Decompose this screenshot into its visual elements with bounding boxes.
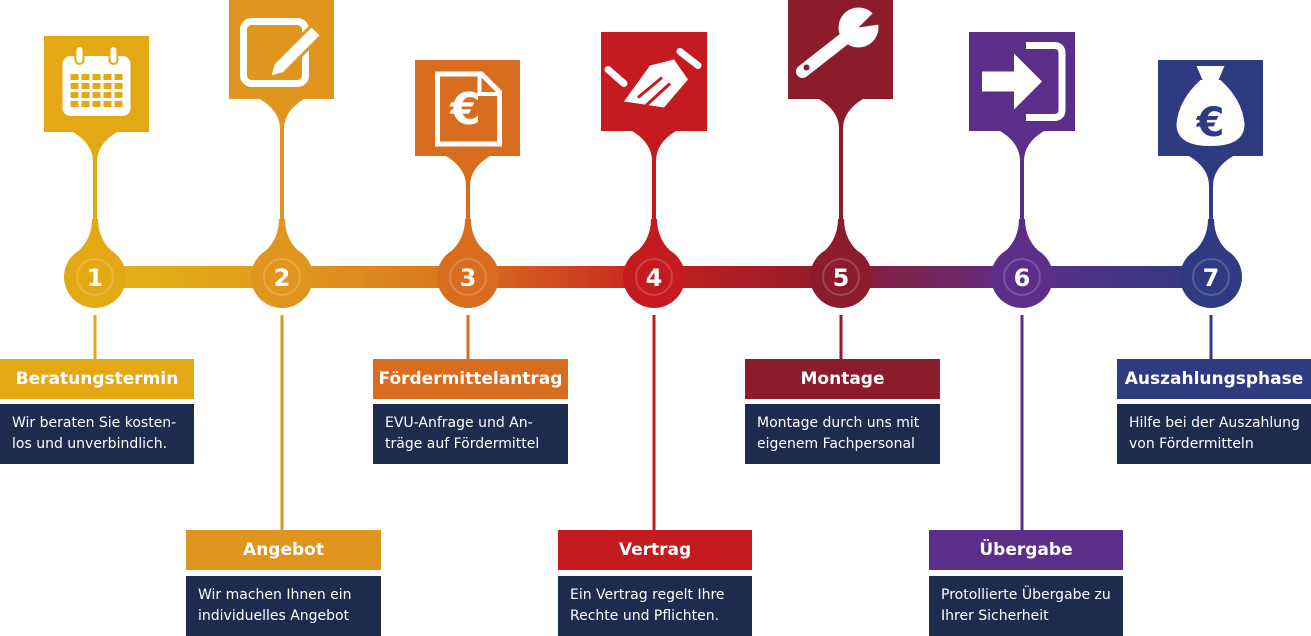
step-description-line: los und unverbindlich. xyxy=(12,436,168,452)
step-circle xyxy=(810,246,872,308)
step-circle xyxy=(991,246,1053,308)
step-4: 4 xyxy=(601,32,707,530)
handshake-icon xyxy=(604,48,702,108)
step-circle-ring xyxy=(1192,258,1230,296)
step-description: EVU-Anfrage und An-träge auf Fördermitte… xyxy=(373,404,568,464)
step-description-line: Ihrer Sicherheit xyxy=(941,608,1049,624)
step-description-line: Rechte und Pflichten. xyxy=(570,608,720,624)
step-7: €7 xyxy=(1158,60,1263,359)
step-description-line: Wir beraten Sie kosten- xyxy=(12,415,177,431)
step-flare xyxy=(817,219,865,257)
step-description-line: von Fördermitteln xyxy=(1129,436,1254,452)
sign-in-arrow-icon xyxy=(982,42,1066,121)
step-flare xyxy=(444,219,492,257)
step-description-line: eigenem Fachpersonal xyxy=(757,436,915,452)
step-description: Hilfe bei der Auszahlung von Fördermittel… xyxy=(1117,404,1311,464)
step-title: Fördermittelantrag xyxy=(373,359,568,399)
step-stem xyxy=(1189,156,1233,237)
step-circle xyxy=(251,246,313,308)
step-title: Vertrag xyxy=(558,530,752,570)
step-flare xyxy=(258,219,306,257)
step-number: 3 xyxy=(460,264,477,292)
step-title: Montage xyxy=(745,359,940,399)
step-stem xyxy=(819,99,863,237)
step-circle-ring xyxy=(635,258,673,296)
step-number: 6 xyxy=(1014,264,1031,292)
step-number: 1 xyxy=(87,264,104,292)
step-2: 2 xyxy=(229,0,334,530)
step-circle xyxy=(623,246,685,308)
step-flare xyxy=(71,219,119,257)
step-6: 6 xyxy=(969,32,1075,530)
step-circle-ring xyxy=(263,258,301,296)
svg-text:€: € xyxy=(449,84,481,135)
step-number: 4 xyxy=(646,264,663,292)
step-stem xyxy=(446,156,490,237)
step-circle-ring xyxy=(76,258,114,296)
step-circle-ring xyxy=(449,258,487,296)
step-flare xyxy=(998,219,1046,257)
step-flare xyxy=(1187,219,1235,257)
step-number: 2 xyxy=(274,264,291,292)
step-description-line: Protollierte Übergabe zu xyxy=(941,587,1111,603)
step-circle-ring xyxy=(822,258,860,296)
step-description-line: Hilfe bei der Auszahlung xyxy=(1129,415,1300,431)
step-title: Beratungstermin xyxy=(0,359,194,399)
step-3: €3 xyxy=(415,60,520,359)
step-title: Auszahlungsphase xyxy=(1117,359,1311,399)
step-number: 7 xyxy=(1203,264,1220,292)
step-description: Wir beraten Sie kosten-los und unverbind… xyxy=(0,404,194,464)
svg-text:€: € xyxy=(1196,100,1225,146)
step-description-line: Montage durch uns mit xyxy=(757,415,920,431)
step-description: Montage durch uns mit eigenem Fachpersona… xyxy=(745,404,940,464)
calendar-icon xyxy=(62,45,131,116)
step-description: Wir machen Ihnen ein individuelles Angebo… xyxy=(186,576,381,636)
edit-pencil-icon xyxy=(240,18,324,87)
step-stem xyxy=(73,132,117,237)
step-1: 1 xyxy=(44,36,149,359)
step-description-line: Wir machen Ihnen ein xyxy=(198,587,352,603)
money-bag-euro-icon: € xyxy=(1176,66,1245,146)
step-stem xyxy=(260,99,304,237)
step-stem xyxy=(1000,131,1044,237)
wrench-icon xyxy=(796,7,887,78)
step-5: 5 xyxy=(788,0,893,359)
step-title: Übergabe xyxy=(929,530,1123,570)
step-description-line: individuelles Angebot xyxy=(198,608,350,624)
step-description: Protollierte Übergabe zu Ihrer Sicherheit xyxy=(929,576,1123,636)
step-flare xyxy=(630,219,678,257)
step-description-line: EVU-Anfrage und An- xyxy=(385,415,533,431)
step-description-line: Ein Vertrag regelt Ihre xyxy=(570,587,725,603)
step-description-line: träge auf Fördermittel xyxy=(385,436,540,452)
euro-document-icon: € xyxy=(435,71,502,147)
step-circle xyxy=(1180,246,1242,308)
step-stem xyxy=(632,131,676,237)
step-circle xyxy=(64,246,126,308)
step-title: Angebot xyxy=(186,530,381,570)
step-number: 5 xyxy=(833,264,850,292)
step-circle xyxy=(437,246,499,308)
step-circle-ring xyxy=(1003,258,1041,296)
